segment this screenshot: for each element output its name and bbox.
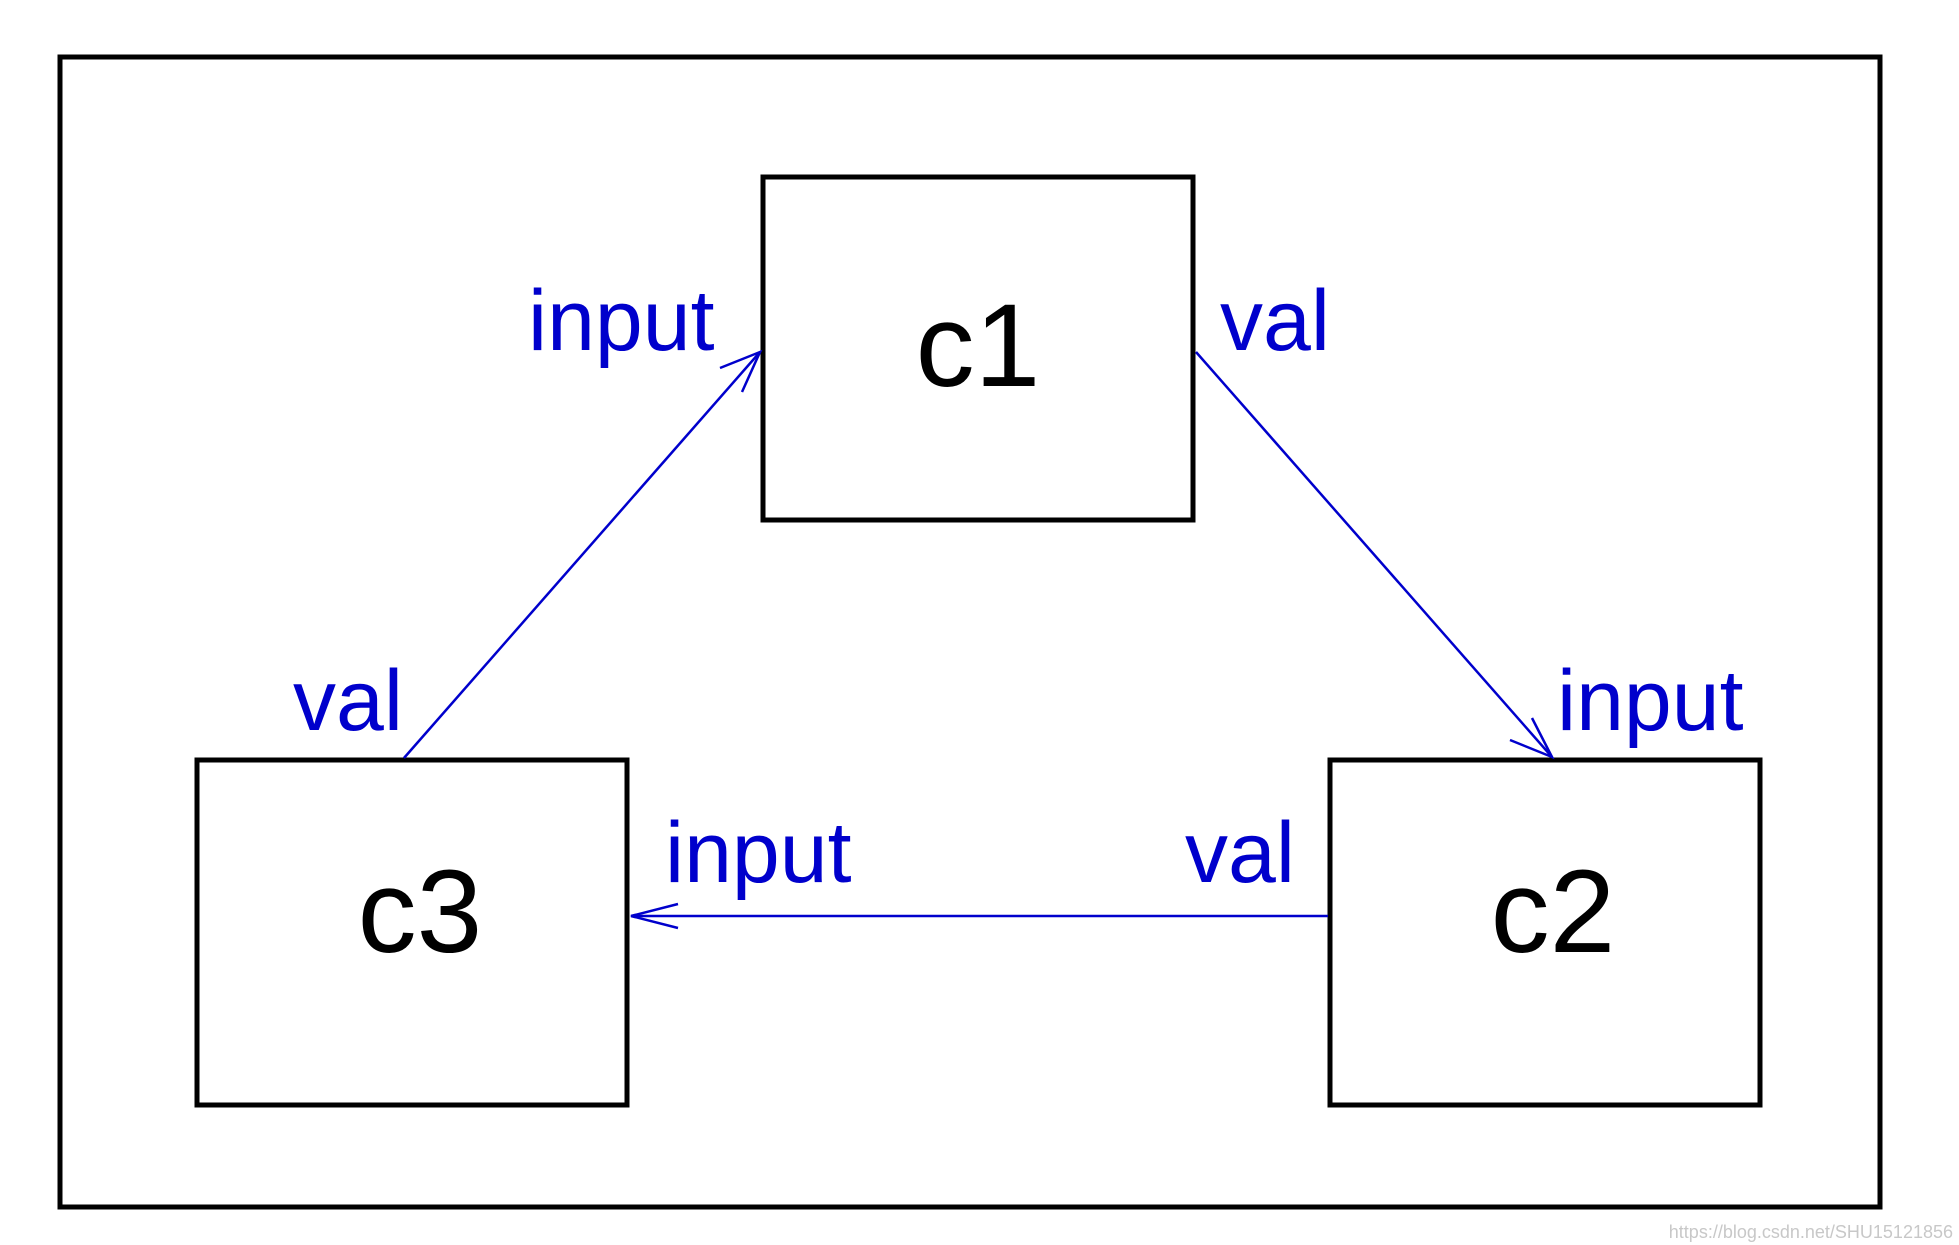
arrow-head-c2-input: [1509, 717, 1555, 760]
component-c2-box: [1327, 757, 1763, 1108]
port-label-c3-input: input: [665, 805, 852, 901]
component-c3-label: c3: [358, 846, 483, 978]
arrow-head-c3-input: [630, 902, 679, 930]
port-label-c2-val: val: [1185, 805, 1295, 901]
component-c1-label: c1: [916, 280, 1041, 412]
arrow-head-c1-input: [719, 349, 763, 393]
component-c2[interactable]: c2: [1327, 757, 1763, 1108]
component-c3-box: [194, 757, 630, 1108]
component-c1-box: [760, 174, 1196, 523]
outer-frame: [57, 54, 1883, 1210]
connection-c3-to-c1-line: [403, 351, 761, 759]
port-label-c1-val: val: [1220, 273, 1330, 369]
connection-c1-to-c2-line: [1195, 351, 1553, 758]
connection-c2-to-c3[interactable]: [630, 902, 1328, 930]
connection-c3-to-c1[interactable]: [403, 349, 763, 759]
component-c3[interactable]: c3: [194, 757, 630, 1108]
port-label-c2-input: input: [1557, 653, 1744, 749]
component-c2-label: c2: [1491, 846, 1616, 978]
port-label-c3-val: val: [293, 653, 403, 749]
port-label-c1-input: input: [528, 273, 715, 369]
watermark: https://blog.csdn.net/SHU15121856: [1669, 1222, 1953, 1242]
connection-c1-to-c2[interactable]: [1195, 351, 1555, 760]
component-c1[interactable]: c1: [760, 174, 1196, 523]
